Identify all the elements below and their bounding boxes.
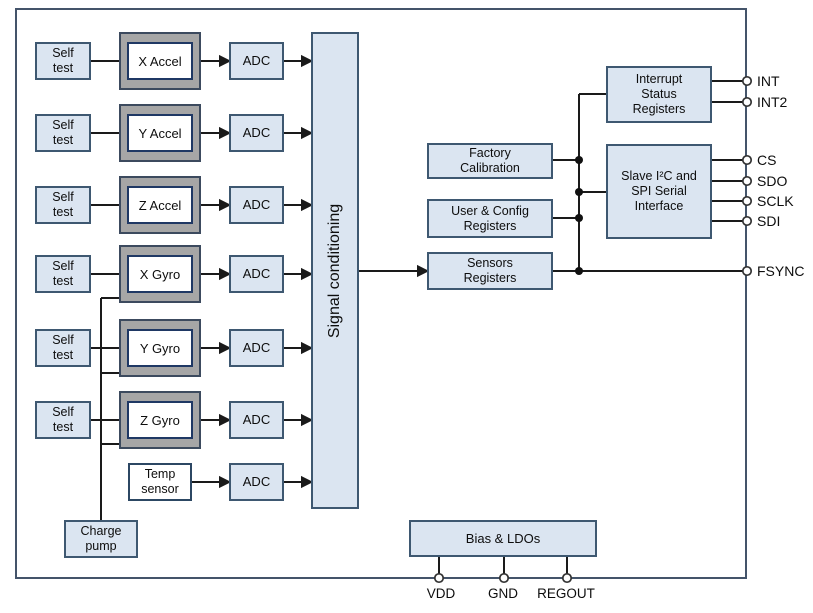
factory-calibration-label: Calibration <box>460 161 520 175</box>
self-test-box-6: Self test <box>35 401 91 439</box>
adc-label: ADC <box>242 412 271 428</box>
adc-label: ADC <box>242 197 271 213</box>
pin-label-vdd: VDD <box>426 586 456 601</box>
self-test-label: Self <box>52 118 74 132</box>
sensor-label: Y Gyro <box>127 329 193 367</box>
sensor-label: X Gyro <box>127 255 193 293</box>
self-test-box-1: Self test <box>35 42 91 80</box>
sensor-box-x-gyro: X Gyro <box>119 245 201 303</box>
pin-label-sclk: SCLK <box>757 193 794 209</box>
adc-box-3: ADC <box>229 186 284 224</box>
interrupt-status-label: Interrupt <box>635 72 683 86</box>
pin-label-sdo: SDO <box>757 173 788 189</box>
factory-calibration-label: Factory <box>469 146 511 160</box>
sensors-registers-label: Sensors <box>467 256 513 270</box>
charge-pump-label: Charge <box>80 524 122 538</box>
self-test-label: Self <box>52 259 74 273</box>
pin-label-gnd: GND <box>488 586 518 601</box>
pin-label-cs: CS <box>757 152 777 168</box>
adc-label: ADC <box>242 125 271 141</box>
adc-box-4: ADC <box>229 255 284 293</box>
pin-label-fsync: FSYNC <box>757 263 805 279</box>
adc-box-7: ADC <box>229 463 284 501</box>
adc-label: ADC <box>242 340 271 356</box>
pin-label-sdi: SDI <box>757 213 781 229</box>
self-test-box-3: Self test <box>35 186 91 224</box>
connector-lines <box>91 54 743 577</box>
slave-serial-interface-box: Slave I²C and SPI Serial Interface <box>606 144 712 239</box>
adc-box-2: ADC <box>229 114 284 152</box>
signal-conditioning-box: Signal conditioning <box>311 32 359 509</box>
self-test-label: test <box>52 205 74 219</box>
self-test-label: Self <box>52 190 74 204</box>
bias-ldos-box: Bias & LDOs <box>409 520 597 557</box>
self-test-label: test <box>52 348 74 362</box>
sensor-box-z-gyro: Z Gyro <box>119 391 201 449</box>
self-test-box-2: Self test <box>35 114 91 152</box>
self-test-label: Self <box>52 405 74 419</box>
junction-dots <box>575 156 583 275</box>
charge-pump-box: Charge pump <box>64 520 138 558</box>
adc-label: ADC <box>242 474 271 490</box>
slave-interface-label: SPI Serial <box>631 184 687 198</box>
self-test-box-4: Self test <box>35 255 91 293</box>
adc-label: ADC <box>242 266 271 282</box>
sensor-box-x-accel: X Accel <box>119 32 201 90</box>
self-test-label: test <box>52 133 74 147</box>
bias-ldos-label: Bias & LDOs <box>465 530 541 546</box>
interrupt-status-label: Registers <box>632 102 686 116</box>
charge-pump-label: pump <box>85 539 117 553</box>
temp-sensor-box: Temp sensor <box>128 463 192 501</box>
interrupt-status-registers-box: Interrupt Status Registers <box>606 66 712 123</box>
pin-circles <box>433 75 753 584</box>
self-test-label: Self <box>52 46 74 60</box>
slave-interface-label: Slave I²C and <box>621 169 697 183</box>
sensors-registers-box: Sensors Registers <box>427 252 553 290</box>
user-config-registers-label: User & Config <box>451 203 529 218</box>
slave-interface-label: Interface <box>634 199 684 213</box>
self-test-label: Self <box>52 333 74 347</box>
sensors-registers-label: Registers <box>463 271 517 285</box>
pin-label-int2: INT2 <box>757 94 788 110</box>
temp-sensor-label: sensor <box>141 482 179 496</box>
user-config-registers-box: User & Config Registers <box>427 199 553 238</box>
temp-sensor-label: Temp <box>144 467 176 481</box>
pin-label-int: INT <box>757 73 780 89</box>
sensor-box-y-accel: Y Accel <box>119 104 201 162</box>
signal-conditioning-label: Signal conditioning <box>326 203 343 338</box>
self-test-label: test <box>52 420 74 434</box>
adc-box-6: ADC <box>229 401 284 439</box>
adc-box-5: ADC <box>229 329 284 367</box>
self-test-box-5: Self test <box>35 329 91 367</box>
self-test-label: test <box>52 61 74 75</box>
sensor-label: Y Accel <box>127 114 193 152</box>
sensor-label: Z Accel <box>127 186 193 224</box>
chip-boundary <box>15 8 747 579</box>
factory-calibration-box: Factory Calibration <box>427 143 553 179</box>
sensor-box-z-accel: Z Accel <box>119 176 201 234</box>
sensor-box-y-gyro: Y Gyro <box>119 319 201 377</box>
sensor-label: Z Gyro <box>127 401 193 439</box>
self-test-label: test <box>52 274 74 288</box>
adc-label: ADC <box>242 53 271 69</box>
pin-label-regout: REGOUT <box>537 586 595 601</box>
sensor-label: X Accel <box>127 42 193 80</box>
interrupt-status-label: Status <box>641 87 677 101</box>
adc-box-1: ADC <box>229 42 284 80</box>
user-config-registers-label: Registers <box>463 218 517 233</box>
